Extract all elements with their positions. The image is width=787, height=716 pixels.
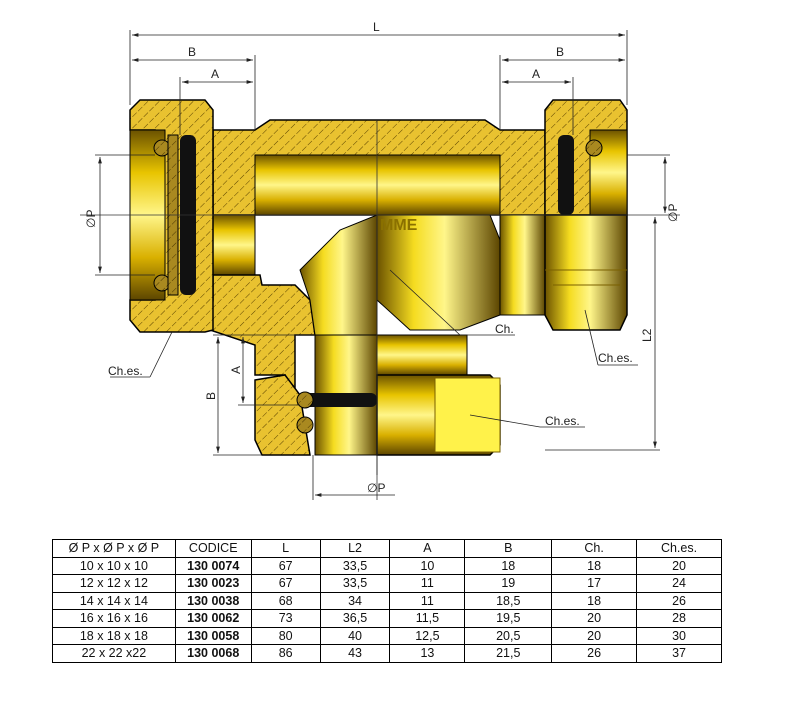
dim-A-left: A <box>211 67 219 81</box>
table-cell: 13 <box>389 644 466 663</box>
table-cell: 67 <box>250 556 321 575</box>
dim-B-left: B <box>188 45 196 59</box>
centerlines <box>80 120 680 500</box>
header-B: B <box>464 539 553 558</box>
table-cell: 67 <box>250 574 321 593</box>
table-cell: 130 0023 <box>174 574 252 593</box>
bottom-nut <box>254 374 501 456</box>
right-nut <box>544 99 628 331</box>
dim-P-bottom: ∅P <box>367 481 385 495</box>
table-cell: 130 0058 <box>174 626 252 645</box>
dimension-lines <box>95 30 670 500</box>
table-cell: 34 <box>319 591 391 610</box>
tee-fitting-drawing: MME <box>80 20 680 500</box>
table-cell: 11 <box>389 574 466 593</box>
table-cell: 33,5 <box>319 556 391 575</box>
header-L: L <box>250 539 321 558</box>
table-cell: 37 <box>636 644 722 663</box>
table-cell: 19,5 <box>464 609 553 628</box>
table-cell: 18 <box>464 556 553 575</box>
table-cell: 11,5 <box>389 609 466 628</box>
table-cell: 22 x 22 x22 <box>52 644 176 663</box>
table-cell: 30 <box>636 626 722 645</box>
dim-A-right: A <box>532 67 540 81</box>
dimensions-table: Ø P x Ø P x Ø P CODICE L L2 A B Ch. Ch.e… <box>52 539 722 663</box>
dim-B-right: B <box>556 45 564 59</box>
table-cell: 18 <box>551 556 638 575</box>
callout-ches-left: Ch.es. <box>108 364 143 378</box>
table-cell: 130 0062 <box>174 609 252 628</box>
dim-P-left: ∅P <box>84 210 98 228</box>
table-cell: 43 <box>319 644 391 663</box>
header-ch: Ch. <box>551 539 638 558</box>
table-cell: 24 <box>636 574 722 593</box>
table-cell: 68 <box>250 591 321 610</box>
table-cell: 130 0074 <box>174 556 252 575</box>
table-cell: 20 <box>551 609 638 628</box>
left-nut <box>129 99 214 333</box>
callout-ches-right: Ch.es. <box>598 351 633 365</box>
callout-ches-bottom: Ch.es. <box>545 414 580 428</box>
header-L2: L2 <box>319 539 391 558</box>
dim-L: L <box>373 20 380 34</box>
table-cell: 19 <box>464 574 553 593</box>
table-cell: 18 x 18 x 18 <box>52 626 176 645</box>
table-cell: 28 <box>636 609 722 628</box>
dim-L2: L2 <box>640 328 654 342</box>
dim-P-right: ∅P <box>666 204 680 222</box>
table-cell: 130 0068 <box>174 644 252 663</box>
tee-body: MME <box>209 119 546 456</box>
table-cell: 18 <box>551 591 638 610</box>
table-cell: 36,5 <box>319 609 391 628</box>
table-cell: 11 <box>389 591 466 610</box>
table-cell: 20,5 <box>464 626 553 645</box>
table-cell: 10 <box>389 556 466 575</box>
table-cell: 20 <box>636 556 722 575</box>
table-cell: 26 <box>551 644 638 663</box>
table-cell: 17 <box>551 574 638 593</box>
table-cell: 130 0038 <box>174 591 252 610</box>
table-cell: 14 x 14 x 14 <box>52 591 176 610</box>
header-codice: CODICE <box>174 539 252 558</box>
table-cell: 18,5 <box>464 591 553 610</box>
dim-B-bottom: B <box>204 392 218 400</box>
header-ches: Ch.es. <box>636 539 722 558</box>
table-cell: 26 <box>636 591 722 610</box>
callout-ch: Ch. <box>495 322 514 336</box>
embossed-logo: MME <box>380 217 418 234</box>
table-cell: 12 x 12 x 12 <box>52 574 176 593</box>
table-cell: 33,5 <box>319 574 391 593</box>
table-cell: 80 <box>250 626 321 645</box>
table-cell: 73 <box>250 609 321 628</box>
table-header-row: Ø P x Ø P x Ø P CODICE L L2 A B Ch. Ch.e… <box>52 539 722 558</box>
dim-A-bottom: A <box>229 366 243 374</box>
table-cell: 21,5 <box>464 644 553 663</box>
table-cell: 20 <box>551 626 638 645</box>
header-A: A <box>389 539 466 558</box>
table-cell: 10 x 10 x 10 <box>52 556 176 575</box>
table-cell: 12,5 <box>389 626 466 645</box>
table-cell: 40 <box>319 626 391 645</box>
table-cell: 16 x 16 x 16 <box>52 609 176 628</box>
table-cell: 86 <box>250 644 321 663</box>
header-size: Ø P x Ø P x Ø P <box>52 539 176 558</box>
